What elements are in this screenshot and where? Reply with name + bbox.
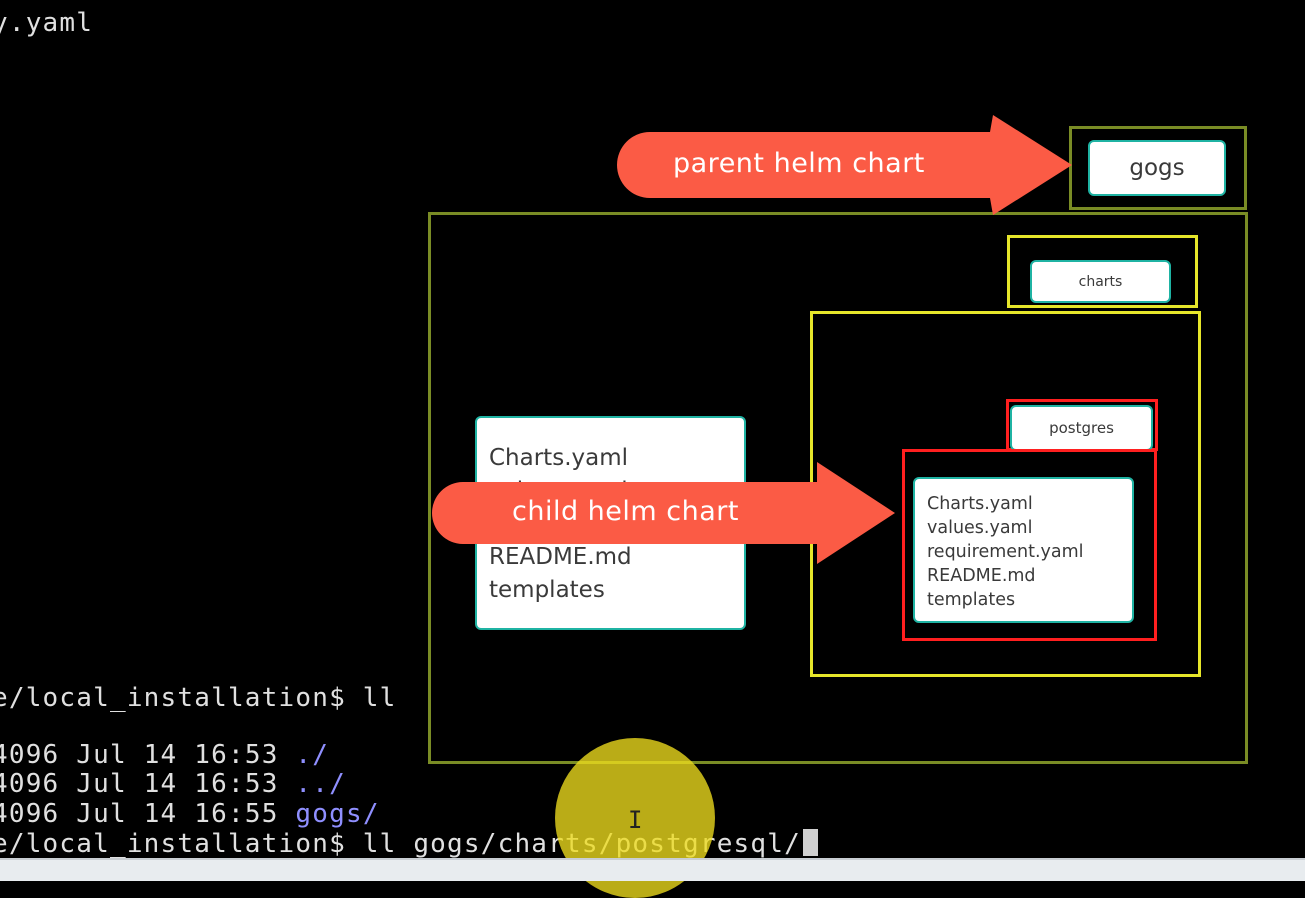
listing-name: ./ <box>295 740 330 770</box>
listing-day: 14 <box>143 799 178 829</box>
listing-day: 14 <box>143 740 178 770</box>
listing-name: gogs/ <box>295 799 380 829</box>
parent-chart-frame <box>428 212 1248 764</box>
child-arrow-label: child helm chart <box>512 496 739 527</box>
listing-time: 16:53 <box>194 769 279 799</box>
block-cursor-icon <box>802 829 818 856</box>
window-bottom-bar <box>0 858 1305 881</box>
terminal-listing-row: 4096 Jul 14 16:53 ../ <box>0 769 346 799</box>
gogs-label: gogs <box>1088 140 1226 196</box>
child-arrow-icon <box>432 462 895 564</box>
listing-day: 14 <box>143 769 178 799</box>
listing-time: 16:55 <box>194 799 279 829</box>
listing-name: ../ <box>295 769 346 799</box>
child-chart-files: Charts.yaml values.yaml requirement.yaml… <box>913 477 1134 623</box>
text-cursor-icon: I <box>628 806 643 834</box>
listing-time: 16:53 <box>194 740 279 770</box>
child-chart-frame <box>902 449 1157 641</box>
listing-size: 4096 <box>0 740 60 770</box>
listing-size: 4096 <box>0 769 60 799</box>
charts-folder-frame <box>1007 235 1198 308</box>
listing-month: Jul <box>76 799 127 829</box>
parent-arrow-label: parent helm chart <box>673 148 925 179</box>
postgres-label: postgres <box>1010 405 1153 451</box>
listing-month: Jul <box>76 769 127 799</box>
terminal-line-top: y.yaml <box>0 8 94 38</box>
terminal-prompt-1: e/local_installation$ ll <box>0 683 397 713</box>
terminal-listing-row: 4096 Jul 14 16:55 gogs/ <box>0 799 380 829</box>
listing-size: 4096 <box>0 799 60 829</box>
terminal-listing-row: 4096 Jul 14 16:53 ./ <box>0 740 329 770</box>
gogs-folder-frame <box>1069 126 1247 210</box>
charts-label: charts <box>1030 260 1171 303</box>
parent-arrow-icon <box>617 115 1072 215</box>
listing-month: Jul <box>76 740 127 770</box>
